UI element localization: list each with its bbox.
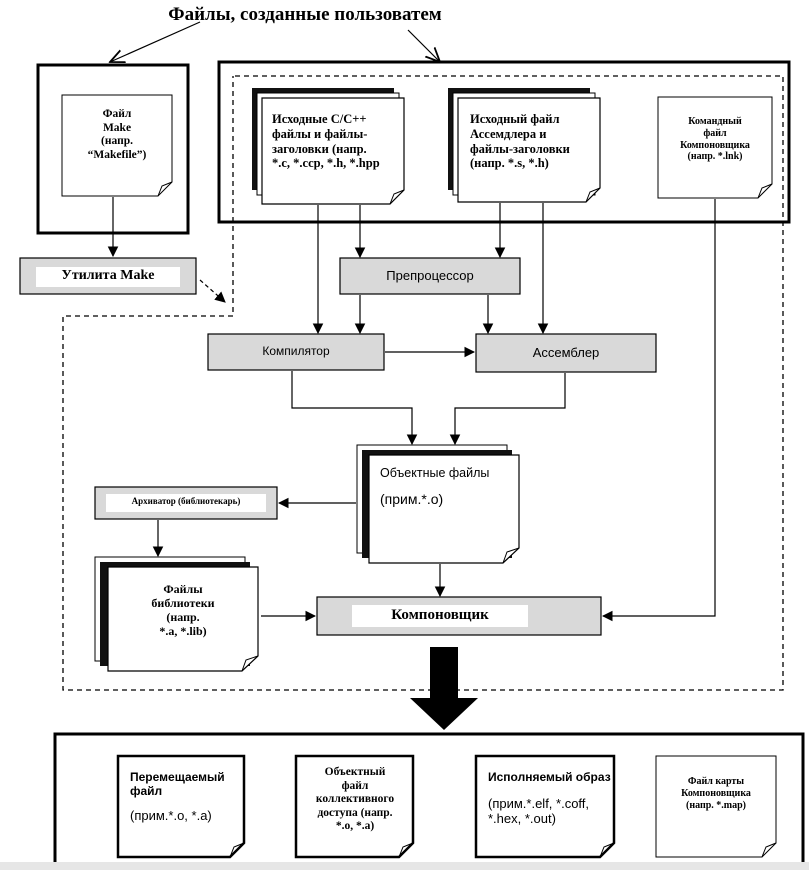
- archiver-label: Архиватор (библиотекарь): [131, 496, 241, 506]
- shared-object-doc: [294, 754, 415, 859]
- preprocessor-box: [339, 257, 521, 295]
- compiler-label: Компилятор: [262, 344, 330, 358]
- sources-group-box: [217, 60, 791, 224]
- asm-sources-label: Исходный файл Ассемдлера и файлы-заголов…: [470, 112, 570, 171]
- linker-cmd-doc: [657, 96, 773, 199]
- linker-label: Компоновщик: [391, 607, 489, 623]
- bottom-strip: [0, 862, 809, 870]
- title-arrow-right: [407, 29, 440, 62]
- big-output-arrow: [410, 647, 478, 730]
- connector-lines: [107, 197, 716, 622]
- linker-map-doc: [655, 755, 777, 858]
- toolchain-dashed-region: [62, 75, 784, 691]
- make-utility-label: Утилита Make: [61, 268, 155, 283]
- object-files-stack: [356, 444, 520, 564]
- preprocessor-label: Препроцессор: [386, 268, 474, 283]
- assembler-label: Ассемблер: [532, 345, 600, 360]
- relocatable-label: Перемещаемый файл (прим.*.о, *.а): [130, 770, 225, 824]
- makefile-label: Файл Make (напр. “Makefile”): [87, 108, 147, 161]
- compiler-box: [207, 333, 385, 371]
- linker-cmd-label: Командный файл Компоновщика (напр. *.lnk…: [680, 116, 750, 163]
- archiver-box: [94, 486, 278, 520]
- relocatable-doc: [116, 754, 246, 859]
- library-files-stack: [94, 556, 259, 672]
- diagram-title: Файлы, созданные пользоватем: [168, 4, 442, 25]
- library-files-label: Файлы библиотеки (напр. *.a, *.lib): [151, 582, 215, 639]
- executable-label: Исполняемый образ (прим.*.elf, *.coff, *…: [488, 770, 611, 827]
- make-utility-box: [19, 257, 197, 295]
- executable-doc: [474, 754, 616, 859]
- asm-sources-stack: [448, 88, 601, 203]
- linker-box: [316, 596, 602, 636]
- c-sources-label: Исходные C/C++ файлы и файлы- заголовки …: [272, 112, 380, 171]
- title-arrow-left: [110, 21, 201, 62]
- makefile-doc: [61, 94, 173, 197]
- linker-map-label: Файл карты Компоновщика (напр. *.map): [681, 776, 751, 811]
- shared-object-label: Объектный файл коллективного доступа (на…: [315, 766, 395, 833]
- c-sources-stack: [252, 88, 405, 205]
- object-files-label: Объектные файлы (прим.*.о): [380, 466, 490, 507]
- assembler-box: [475, 333, 657, 373]
